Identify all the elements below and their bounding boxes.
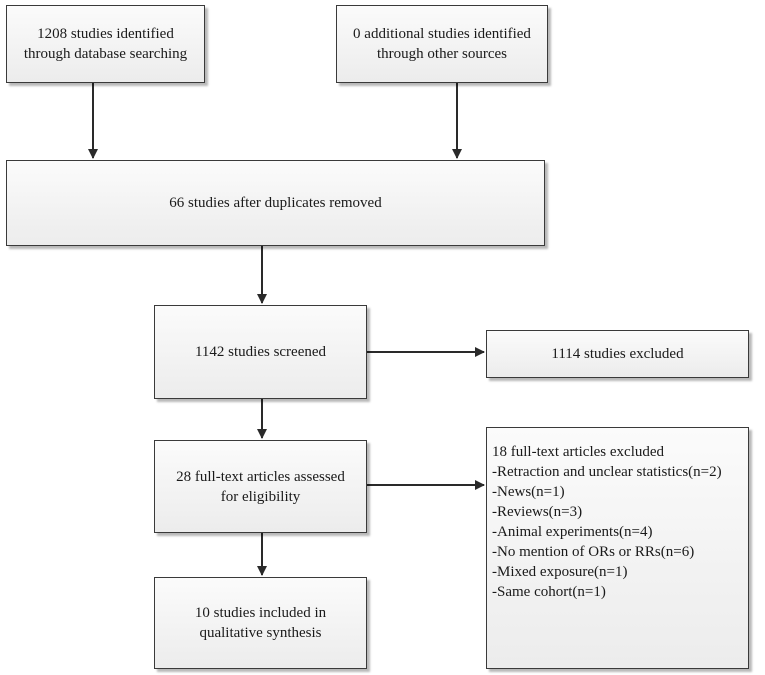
exclusion-reason-mixed: -Mixed exposure(n=1) (492, 564, 628, 580)
exclusion-reason-news: -News(n=1) (492, 484, 565, 500)
other-sources-box: 0 additional studies identified through … (336, 5, 548, 83)
database-search-line-2: through database searching (23, 46, 188, 62)
exclusion-reason-retraction: -Retraction and unclear statistics(n=2) (492, 464, 722, 480)
included-line-2: qualitative synthesis (199, 625, 322, 641)
eligibility-line-1: 28 full-text articles assessed (176, 468, 345, 485)
duplicates-removed-text: 66 studies after duplicates removed (169, 195, 382, 211)
eligibility-line-2: for eligibility (220, 488, 301, 505)
other-sources-line-2: through other sources (377, 46, 507, 62)
included-line-1: 10 studies included in (194, 605, 327, 621)
fulltext-excluded-heading: 18 full-text articles excluded (492, 444, 665, 460)
included-box: 10 studies included in qualitative synth… (154, 577, 367, 669)
exclusion-reason-same-cohort: -Same cohort(n=1) (492, 584, 606, 600)
fulltext-excluded-box: 18 full-text articles excluded -Retracti… (486, 427, 749, 669)
excluded-text: 1114 studies excluded (551, 346, 684, 362)
exclusion-reason-animal: -Animal experiments(n=4) (492, 524, 653, 540)
exclusion-reason-reviews: -Reviews(n=3) (492, 504, 583, 520)
other-sources-line-1: 0 additional studies identified (353, 26, 531, 42)
screened-box: 1142 studies screened (154, 305, 367, 399)
screened-text: 1142 studies screened (194, 344, 327, 360)
exclusion-reason-no-ors: -No mention of ORs or RRs(n=6) (492, 544, 695, 560)
duplicates-removed-box: 66 studies after duplicates removed (6, 160, 545, 246)
eligibility-box: 28 full-text articles assessed for eligi… (154, 440, 367, 533)
database-search-line-1: 1208 studies identified (37, 26, 174, 42)
database-search-box: 1208 studies identified through database… (6, 5, 205, 83)
excluded-box: 1114 studies excluded (486, 330, 749, 378)
